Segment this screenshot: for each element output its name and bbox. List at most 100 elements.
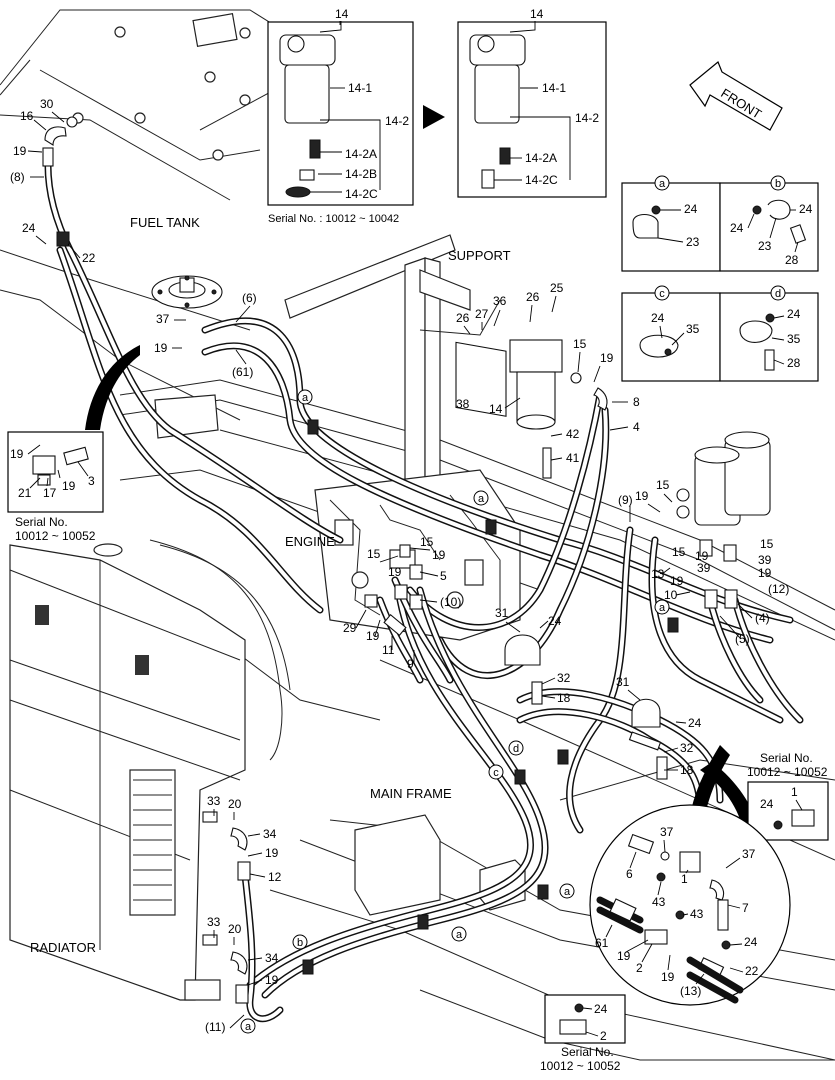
callout-c36: 36	[493, 294, 507, 308]
letter-a-6: a	[245, 1021, 252, 1033]
detail-b-letter-circle	[770, 175, 786, 191]
letter-a-3-circle	[654, 599, 670, 615]
letter-a-5: a	[456, 929, 463, 941]
bottom-inset-box	[544, 994, 626, 1044]
callout-c20b: 20	[228, 922, 242, 936]
area-label-engine: ENGINE	[285, 534, 335, 549]
letter-c-1: c	[493, 767, 499, 779]
callout-c5p: (5)	[735, 632, 750, 646]
callout-c6p: (6)	[242, 291, 257, 305]
callout-c19f: 19	[670, 574, 684, 588]
callout-c20a: 20	[228, 797, 242, 811]
callout-c32b: 32	[680, 741, 694, 755]
callout-c15f: 15	[367, 547, 381, 561]
callout-c19b: 19	[154, 341, 168, 355]
detail-d-letter-circle	[770, 285, 786, 301]
callout-c37: 37	[156, 312, 170, 326]
callout-c26b: 26	[456, 311, 470, 325]
dual-fuel-filter	[676, 431, 771, 609]
letter-a-2: a	[478, 493, 485, 505]
callout-c15d: 15	[760, 537, 774, 551]
right-pointer	[690, 745, 730, 815]
callout-c18a: 18	[557, 691, 571, 705]
detail-a-box	[621, 182, 721, 272]
detail-d-label-35: 35	[787, 332, 801, 346]
callout-c10: 10	[664, 588, 678, 602]
bottom-inset-label-2: 2	[600, 1029, 607, 1043]
detail-d-label-28: 28	[787, 356, 801, 370]
circle-label-7: 7	[742, 901, 749, 915]
callout-c61p: (61)	[232, 365, 253, 379]
area-label-radiator: RADIATOR	[30, 940, 96, 955]
letter-a-1: a	[302, 392, 309, 404]
callout-c13: 13	[651, 567, 665, 581]
callout-c12: 12	[268, 870, 282, 884]
engine-fittings	[364, 544, 423, 637]
callout-c5: 5	[440, 569, 447, 583]
circle-label-61: 61	[595, 936, 609, 950]
filter-detail-box-2	[457, 21, 607, 198]
letter-b-1-circle	[292, 934, 308, 950]
filter2-label-14-2c: 14-2C	[525, 173, 558, 187]
circle-pointer	[700, 762, 760, 835]
serial-bottom-line1: Serial No.	[561, 1045, 614, 1059]
callout-c34a: 34	[263, 827, 277, 841]
filter1-label-14-1: 14-1	[348, 81, 372, 95]
detail-c-label-24: 24	[651, 311, 665, 325]
circle-label-43b: 43	[690, 907, 704, 921]
detail-b-label-28: 28	[785, 253, 799, 267]
filter1-label-14-2a: 14-2A	[345, 147, 377, 161]
letter-b-1: b	[297, 937, 303, 949]
callout-c33a: 33	[207, 794, 221, 808]
detail-a-label-24: 24	[684, 202, 698, 216]
circle-label-19b: 19	[661, 970, 675, 984]
right-inset-box	[747, 781, 829, 841]
detail-b-letter: b	[775, 178, 781, 190]
area-label-support: SUPPORT	[448, 248, 511, 263]
fuel-filter-assembly	[455, 339, 608, 479]
detail-c-letter: c	[659, 288, 665, 300]
callout-c9p: (9)	[618, 493, 633, 507]
callout-c22a: 22	[82, 251, 96, 265]
radiator	[9, 539, 291, 1001]
filter2-label-14: 14	[530, 7, 544, 21]
serial-right-line1: Serial No.	[760, 751, 813, 765]
serial-bottom-line2: 10012 ~ 10052	[540, 1059, 621, 1073]
circle-label-19a: 19	[617, 949, 631, 963]
top-elbow-fitting	[42, 116, 78, 167]
letter-a-4: a	[564, 886, 571, 898]
callout-c31a: 31	[495, 606, 509, 620]
left-inset-label-17: 17	[43, 486, 57, 500]
callout-c24a: 24	[22, 221, 36, 235]
circle-label-6: 6	[626, 867, 633, 881]
callout-c19c: 19	[600, 351, 614, 365]
fuel-tank-sender-unit	[151, 275, 223, 309]
callout-c19j: 19	[366, 629, 380, 643]
callout-c4: 4	[633, 420, 640, 434]
serial-left-line2: 10012 ~ 10052	[15, 529, 96, 543]
right-inset-label-1: 1	[791, 785, 798, 799]
detail-b-label-24b: 24	[730, 221, 744, 235]
callout-c16: 16	[20, 109, 34, 123]
circle-label-2: 2	[636, 961, 643, 975]
callout-c25: 25	[550, 281, 564, 295]
left-inset-label-21: 21	[18, 486, 32, 500]
detail-a-letter: a	[659, 178, 666, 190]
detail-d-letter: d	[775, 288, 781, 300]
filter1-label-14: 14	[335, 7, 349, 21]
letter-d-1: d	[513, 743, 519, 755]
filter2-label-14-2a: 14-2A	[525, 151, 557, 165]
filter1-label-14-2b: 14-2B	[345, 167, 377, 181]
callout-c41: 41	[566, 451, 580, 465]
filter1-label-14-2: 14-2	[385, 114, 409, 128]
callout-c42: 42	[566, 427, 580, 441]
callout-c11: 11	[382, 643, 395, 657]
letter-a-4-circle	[559, 883, 575, 899]
area-label-fuel-tank: FUEL TANK	[130, 215, 200, 230]
right-inset-label-24: 24	[760, 797, 774, 811]
front-arrow: FRONT	[689, 61, 783, 131]
callout-c19l: 19	[265, 973, 279, 987]
callout-c11p: (11)	[205, 1020, 225, 1034]
circle-detail-view	[589, 804, 791, 1006]
callout-c32a: 32	[557, 671, 571, 685]
